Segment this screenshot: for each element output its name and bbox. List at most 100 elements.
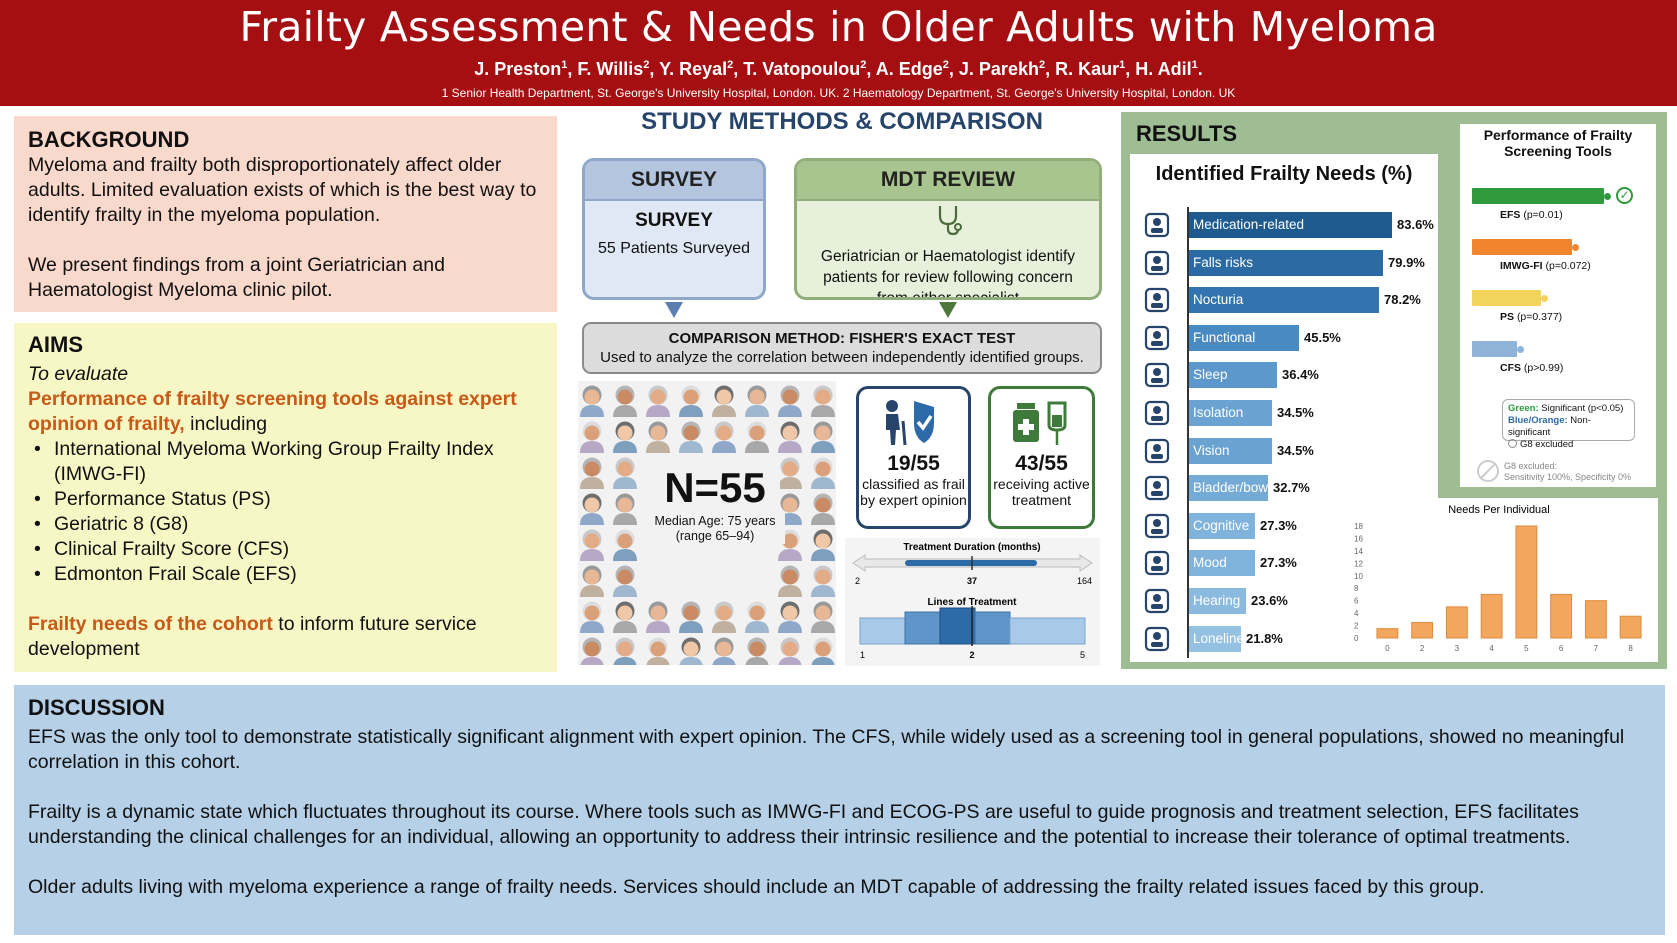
need-value: 36.4% (1282, 367, 1319, 383)
x-tick-label: 8 (1628, 644, 1633, 653)
discussion-paragraph-2: Frailty is a dynamic state which fluctua… (28, 801, 1579, 848)
y-tick-label: 0 (1354, 634, 1359, 643)
aims-objective-2: Frailty needs of the cohort to inform fu… (28, 612, 543, 662)
histogram-bar (1550, 593, 1573, 639)
author-separator: , (866, 59, 876, 79)
p-value: (p>0.99) (1523, 362, 1564, 374)
need-value: 32.7% (1273, 480, 1310, 496)
author-affiliation-number: 2 (860, 59, 867, 71)
survey-subtitle: SURVEY (635, 210, 713, 231)
person-icon (778, 421, 802, 453)
need-bar: Sleep (1188, 362, 1277, 389)
need-value: 34.5% (1277, 442, 1314, 458)
person-icon (613, 421, 637, 453)
x-tick-label: 3 (1455, 644, 1460, 653)
author-affiliation-number: 1 (1119, 59, 1126, 71)
histogram-title: Needs Per Individual (1448, 504, 1550, 516)
cohort-size: N=55 (650, 464, 780, 512)
need-value: 34.5% (1277, 405, 1314, 420)
histogram-bar (1411, 621, 1434, 639)
author-separator: , (1045, 59, 1056, 79)
active-treatment-card: 43/55 receiving active treatment (988, 386, 1095, 529)
duration-min: 2 (855, 576, 860, 586)
need-value: 27.3% (1260, 517, 1297, 533)
performance-bar-end-icon (1517, 346, 1524, 353)
need-label: Isolation (1193, 405, 1244, 420)
comparison-method-box: COMPARISON METHOD: FISHER'S EXACT TEST U… (582, 322, 1102, 374)
author-affiliation-number: 2 (727, 59, 734, 71)
need-bar: Isolation (1188, 400, 1272, 426)
glasses-icon (1140, 437, 1178, 465)
need-bar: Falls risks (1188, 249, 1383, 276)
y-tick-label: 2 (1354, 622, 1359, 631)
treatment-charts: Treatment Duration (months) 2 37 164 Lin… (852, 542, 1093, 660)
need-label: Mood (1193, 555, 1227, 571)
lines-min: 1 (860, 650, 865, 660)
need-bar: Medication-related (1188, 212, 1392, 238)
person-icon (646, 637, 670, 669)
elderly-shield-icon (885, 400, 934, 446)
y-tick-label: 16 (1354, 534, 1363, 543)
legend-significant: Green: Significant (p<0.05) (1508, 403, 1629, 415)
results-heading: RESULTS (1136, 121, 1238, 146)
legend-g8: G8 excluded (1508, 439, 1629, 451)
need-label: Sleep (1193, 367, 1228, 383)
performance-bar-end-icon (1541, 295, 1548, 302)
needs-axis-line (1187, 207, 1189, 658)
tool-item: Geriatric 8 (G8) (30, 512, 543, 537)
need-row: Sleep 36.4% (1140, 360, 1440, 390)
performance-label: PS (p=0.377) (1500, 311, 1562, 323)
person-icon (580, 421, 604, 453)
mdt-arrow-icon (939, 302, 957, 318)
x-tick-label: 6 (1559, 644, 1564, 653)
survey-header: SURVEY (585, 161, 763, 201)
median-age: Median Age: 75 years (654, 514, 776, 528)
lines-box-q2 (939, 607, 976, 645)
need-bar: Vision (1188, 437, 1272, 464)
person-icon (712, 637, 736, 669)
author-name: J. Parekh (958, 59, 1039, 79)
need-value: 79.9% (1388, 254, 1425, 270)
person-icon (778, 637, 802, 669)
frail-count-value: 19/55 (887, 452, 940, 475)
y-tick-label: 18 (1354, 522, 1363, 531)
person-icon (811, 385, 835, 417)
aims-objective-1: Performance of frailty screening tools a… (28, 387, 543, 437)
performance-label: CFS (p>0.99) (1500, 362, 1563, 374)
performance-label: EFS (p=0.01) (1500, 209, 1563, 221)
histogram-bar (1480, 593, 1503, 639)
person-icon (580, 565, 604, 597)
need-bar: Mood (1188, 550, 1255, 577)
person-icon (613, 529, 637, 561)
performance-label: IMWG-FI (p=0.072) (1500, 260, 1591, 272)
discussion-section: DISCUSSION EFS was the only tool to demo… (14, 685, 1665, 935)
need-row: Isolation 34.5% (1140, 398, 1440, 428)
mdt-header: MDT REVIEW (797, 161, 1099, 201)
tool-name: CFS (1500, 362, 1524, 374)
person-icon (580, 637, 604, 669)
lines-box-right (1009, 617, 1086, 645)
stethoscope-icon (938, 206, 962, 236)
person-icon (778, 601, 802, 633)
person-icon (679, 637, 703, 669)
person-icon (778, 385, 802, 417)
person-icon (613, 457, 637, 489)
poster-title: Frailty Assessment & Needs in Older Adul… (239, 3, 1438, 51)
person-icon (811, 421, 835, 453)
lonely-person-icon (1140, 625, 1178, 653)
needs-chart-title: Identified Frailty Needs (%) (1155, 163, 1413, 185)
need-row: Vision 34.5% (1140, 436, 1440, 466)
need-value: 78.2% (1384, 292, 1421, 308)
author-name: J. Preston (474, 59, 562, 79)
person-icon (613, 601, 637, 633)
survey-box: SURVEY SURVEY 55 Patients Surveyed (582, 158, 766, 300)
discussion-paragraph-3: Older adults living with myeloma experie… (28, 876, 1485, 898)
active-count-value: 43/55 (1015, 452, 1068, 475)
person-icon (811, 529, 835, 561)
duration-iqr-bar (905, 560, 1037, 566)
tool-item: Clinical Frailty Score (CFS) (30, 537, 543, 562)
